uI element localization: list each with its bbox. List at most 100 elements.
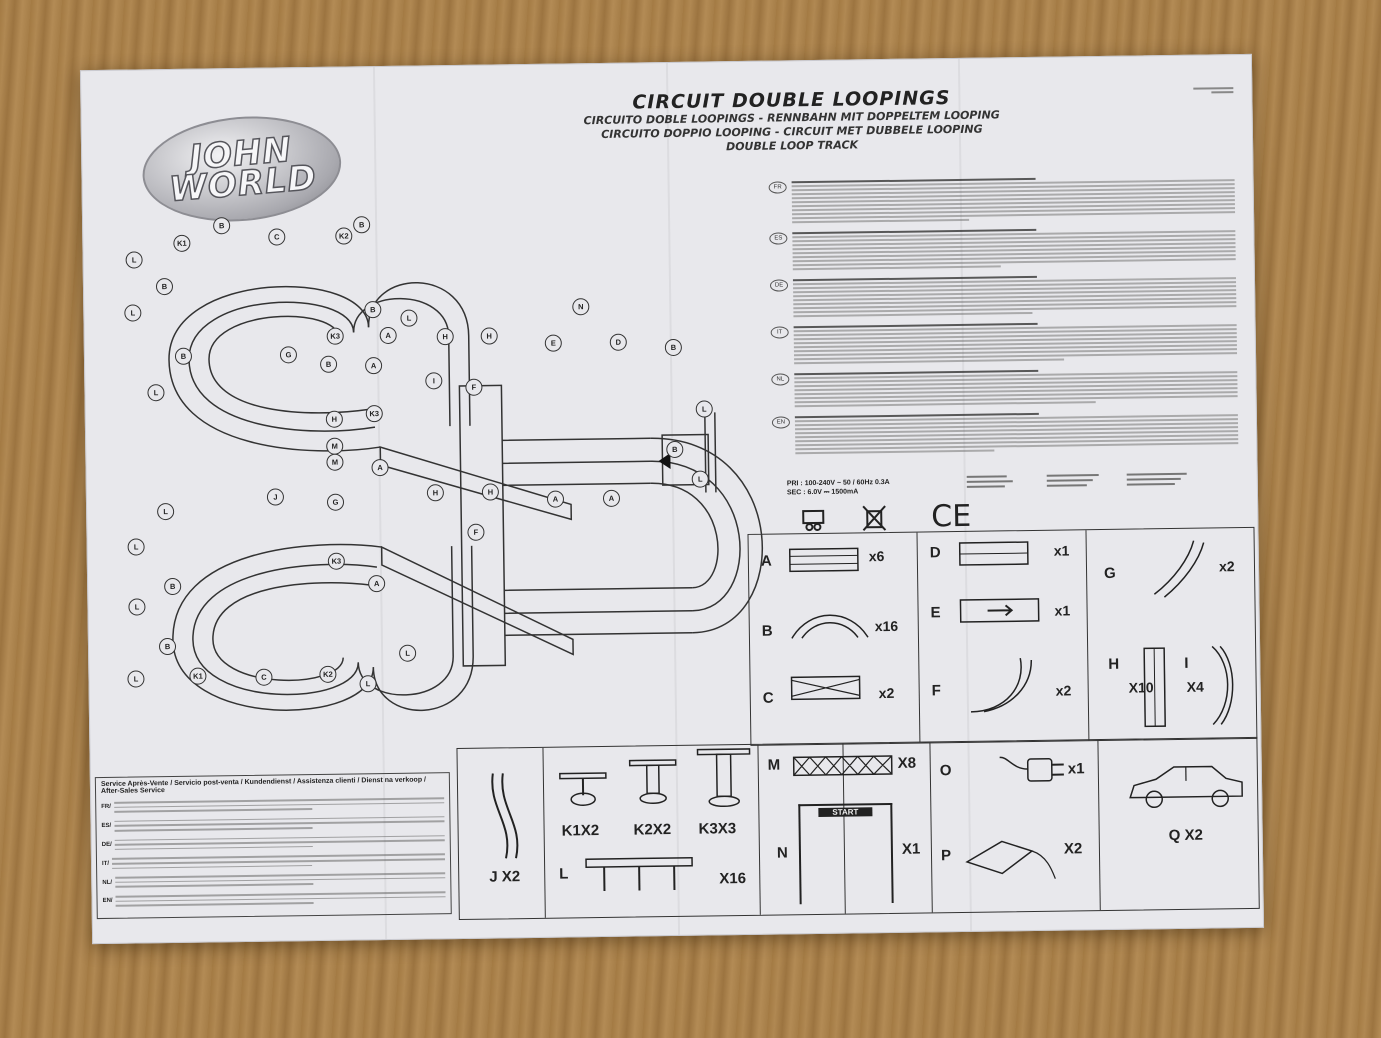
power-specs: PRI : 100-240V ~ 50 / 60Hz 0.3A SEC : 6.… xyxy=(787,478,890,497)
track-piece-e-icon xyxy=(959,593,1039,628)
track-label: K1 xyxy=(189,668,206,685)
track-label: L xyxy=(124,304,141,321)
track-label: M xyxy=(326,438,343,455)
language-badge: FR xyxy=(769,181,787,193)
ce-mark-icon: CE xyxy=(931,499,971,535)
start-arch-n-icon: START xyxy=(798,803,893,904)
track-label: H xyxy=(437,328,454,345)
service-lang-tag: NL/ xyxy=(102,879,112,885)
track-label: F xyxy=(467,524,484,541)
service-entry: EN/ xyxy=(102,888,445,910)
part-j-label: J X2 xyxy=(489,868,520,885)
track-label: H xyxy=(427,484,444,501)
brand-logo: JOHN WORLD xyxy=(138,109,345,229)
track-label: J xyxy=(267,488,284,505)
track-label: C xyxy=(268,228,285,245)
logo-line2: WORLD xyxy=(168,163,317,205)
part-qty-b: x16 xyxy=(875,618,899,634)
part-l-qty: X16 xyxy=(719,870,746,887)
part-k2-label: K2X2 xyxy=(634,821,672,839)
track-label: K1 xyxy=(173,235,190,252)
track-label: K3 xyxy=(366,405,383,422)
part-letter-h: H xyxy=(1108,656,1119,673)
track-label: C xyxy=(255,669,272,686)
part-l-label: L xyxy=(559,865,568,882)
part-k1-label: K1X2 xyxy=(562,822,600,840)
part-letter-b: B xyxy=(762,623,773,640)
text-block-de: DE xyxy=(770,271,1237,320)
service-entry: ES/ xyxy=(101,813,444,835)
track-piece-g-icon xyxy=(1149,539,1210,600)
title-block: CIRCUIT DOUBLE LOOPINGS CIRCUITO DOBLE L… xyxy=(551,86,1032,157)
language-badge: IT xyxy=(771,326,789,338)
track-label: L xyxy=(400,310,417,327)
part-q-label: Q X2 xyxy=(1169,827,1203,844)
recycle-bin-icon xyxy=(861,503,887,531)
service-title: Service Après-Vente / Servicio post-vent… xyxy=(101,776,444,795)
track-piece-b-icon xyxy=(789,603,869,640)
instruction-sheet: JOHN WORLD CIRCUIT DOUBLE LOOPINGS CIRCU… xyxy=(80,54,1264,944)
language-badge: NL xyxy=(771,373,789,385)
service-lang-tag: FR/ xyxy=(101,804,111,810)
safety-text-blocks: FR ES DE IT NL EN xyxy=(769,173,1239,461)
track-label: L xyxy=(157,503,174,520)
text-block-nl: NL xyxy=(771,365,1237,410)
track-label: B xyxy=(164,578,181,595)
race-car-q-icon xyxy=(1126,756,1247,818)
after-sales-service-box: Service Après-Vente / Servicio post-vent… xyxy=(95,772,452,919)
track-label: A xyxy=(371,459,388,476)
controller-p-icon xyxy=(957,821,1058,882)
track-label: K2 xyxy=(335,227,352,244)
part-qty-i: X4 xyxy=(1187,679,1204,695)
start-banner: START xyxy=(818,807,872,817)
language-badge: DE xyxy=(770,279,788,291)
transformer-o-icon xyxy=(998,751,1069,792)
text-block-es: ES xyxy=(769,224,1236,273)
track-label: L xyxy=(128,598,145,615)
track-piece-c-icon xyxy=(790,675,860,700)
track-piece-f-icon xyxy=(965,656,1036,717)
track-piece-a-icon xyxy=(789,547,859,572)
service-lang-tag: ES/ xyxy=(101,823,111,829)
track-label: F xyxy=(465,379,482,396)
track-label: L xyxy=(692,470,709,487)
track-label: L xyxy=(147,384,164,401)
track-label: A xyxy=(365,357,382,374)
part-qty-e: x1 xyxy=(1054,602,1070,618)
track-label: I xyxy=(425,372,442,389)
service-entry: FR/ xyxy=(101,794,444,816)
part-letter-d: D xyxy=(930,544,941,561)
text-block-en: EN xyxy=(772,408,1239,457)
track-label: B xyxy=(666,441,683,458)
part-letter-e: E xyxy=(930,604,940,621)
part-letter-f: F xyxy=(932,682,941,699)
support-k3-icon xyxy=(695,745,752,810)
reference-code xyxy=(1193,85,1233,96)
text-block-it: IT xyxy=(771,318,1238,367)
part-p-label: P xyxy=(941,847,951,864)
part-qty-a: x6 xyxy=(869,548,885,564)
track-piece-d-icon xyxy=(959,541,1029,566)
part-m-label: M xyxy=(768,757,781,774)
track-label: L xyxy=(359,675,376,692)
service-lang-tag: DE/ xyxy=(102,842,112,848)
part-letter-a: A xyxy=(761,553,772,570)
bottom-parts-grid: J X2 K1X2 K2X2 K3X3 L X16 M X8 N X1 O x1… xyxy=(456,737,1259,920)
part-letter-g: G xyxy=(1104,565,1116,582)
part-k3-label: K3X3 xyxy=(698,820,736,838)
track-label: B xyxy=(175,348,192,365)
part-letter-c: C xyxy=(763,690,774,707)
support-k2-icon xyxy=(628,756,679,807)
part-n-qty: X1 xyxy=(902,841,921,858)
address-block-3 xyxy=(1127,470,1187,489)
language-badge: EN xyxy=(772,416,790,428)
track-label: A xyxy=(380,327,397,344)
track-label: B xyxy=(159,638,176,655)
track-label: L xyxy=(696,400,713,417)
ramp-piece-j-icon xyxy=(483,768,524,864)
track-label: G xyxy=(327,494,344,511)
part-letter-i: I xyxy=(1184,655,1188,672)
part-o-qty: x1 xyxy=(1068,760,1085,777)
track-label: G xyxy=(280,346,297,363)
support-k1-icon xyxy=(558,769,609,810)
